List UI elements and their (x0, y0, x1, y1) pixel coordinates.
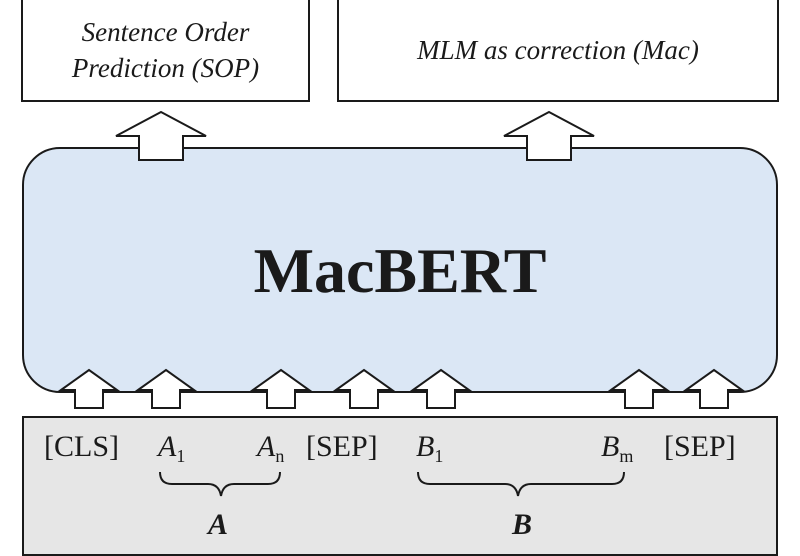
segment-b-label: B (512, 508, 533, 541)
token-b1: B1 (416, 430, 444, 466)
mac-task-box: MLM as correction (Mac) (337, 0, 779, 102)
model-label: MacBERT (253, 235, 547, 306)
sop-task-box: Sentence Order Prediction (SOP) (21, 0, 310, 102)
token-cls: [CLS] (44, 430, 119, 463)
segment-a-label: A (208, 508, 229, 541)
token-sep-1: [SEP] (306, 430, 378, 463)
token-an: An (257, 430, 285, 466)
sop-label-line1: Sentence Order (81, 17, 250, 47)
mac-label: MLM as correction (Mac) (417, 34, 699, 65)
token-a1: A1 (158, 430, 186, 466)
token-sep-2: [SEP] (664, 430, 736, 463)
macbert-model-box: MacBERT (22, 147, 778, 393)
sop-label-line2: Prediction (SOP) (71, 53, 260, 83)
token-bm: Bm (601, 430, 634, 466)
